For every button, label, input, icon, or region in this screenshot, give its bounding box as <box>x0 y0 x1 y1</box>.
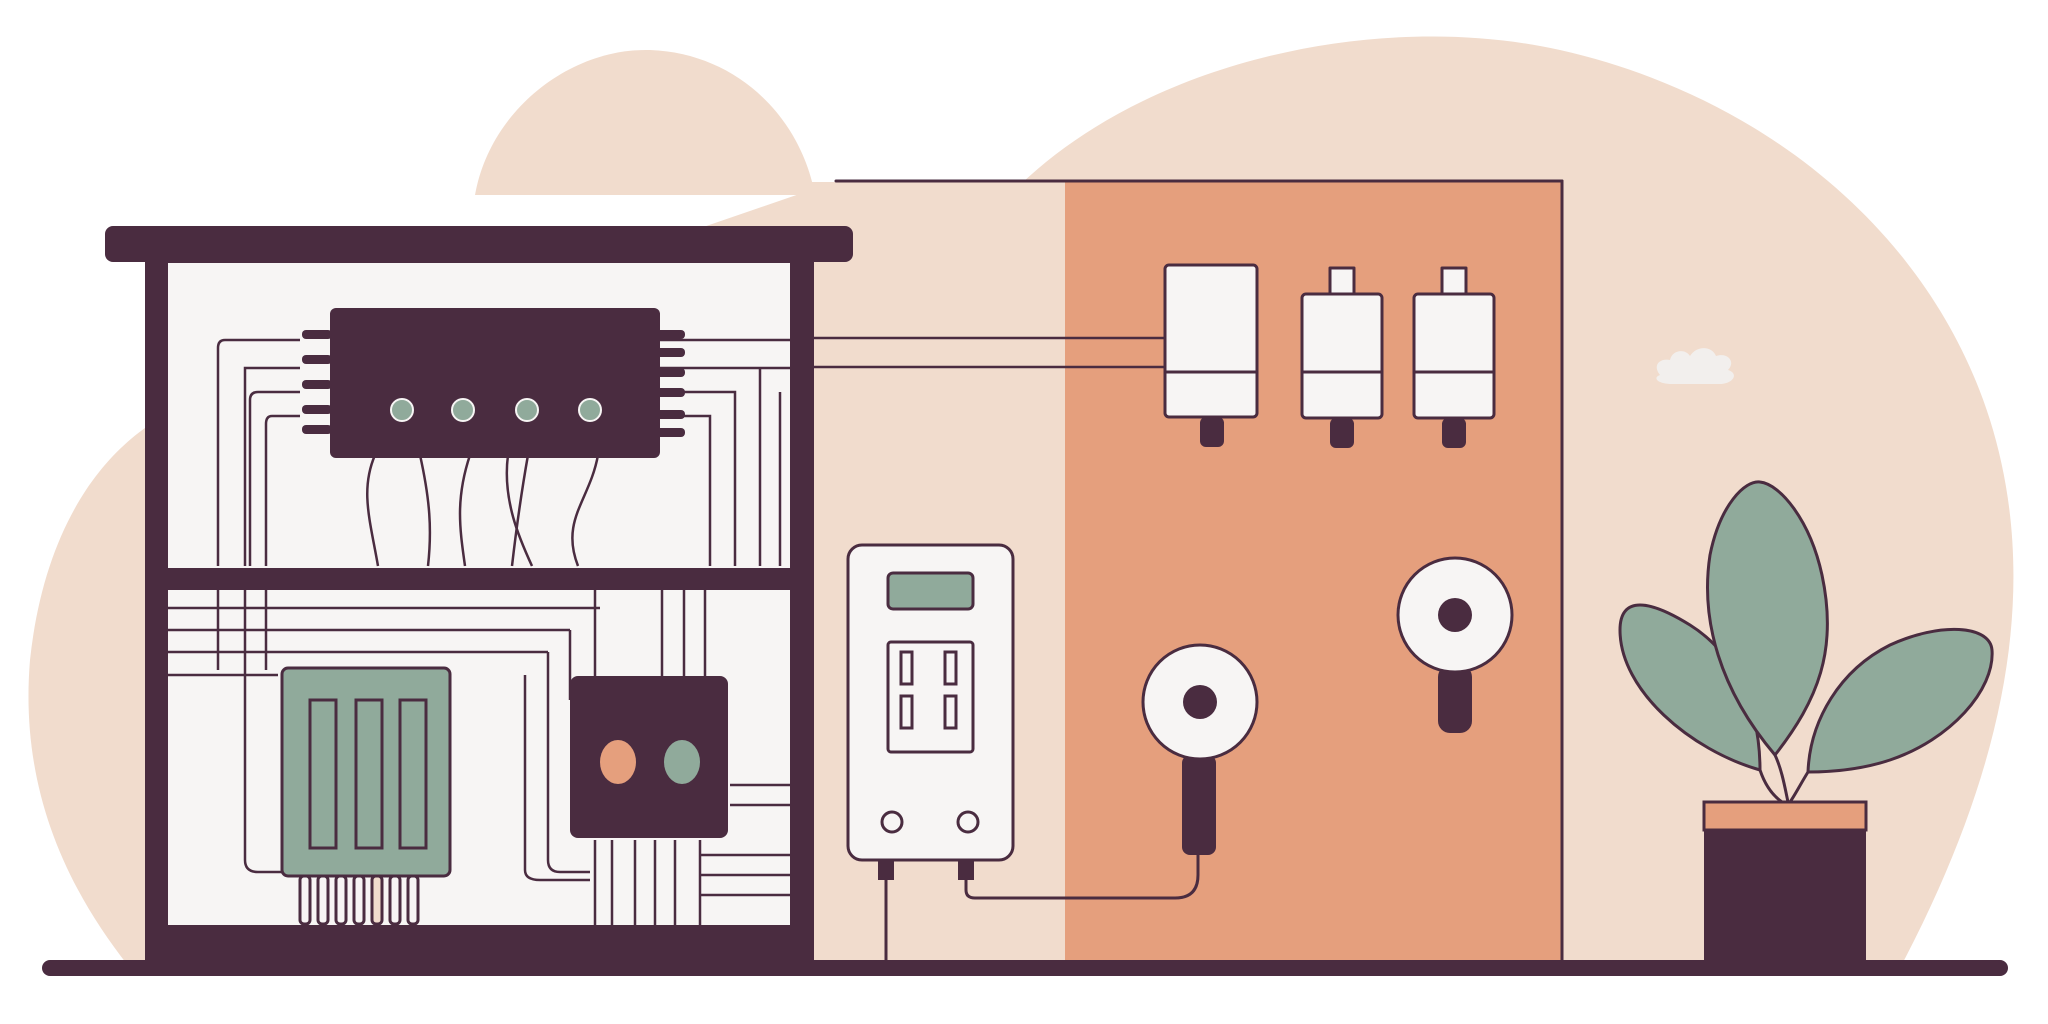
pot-rim <box>1702 800 1868 832</box>
meter-terminal-right <box>958 860 974 880</box>
fuse-2-body <box>1300 292 1384 420</box>
fuse-icon <box>1412 266 1496 448</box>
upper-wires <box>216 338 790 567</box>
meter-key-1 <box>899 650 914 686</box>
breaker-block-icon <box>280 666 452 926</box>
plant-stem-center <box>1773 753 1790 804</box>
fuse-1-body <box>1163 263 1259 419</box>
feeder-wires <box>814 336 1165 369</box>
breaker-switch-1 <box>308 698 338 850</box>
plant-stem-left <box>1758 768 1784 804</box>
fuse-icon <box>1163 263 1259 447</box>
meter-display <box>886 571 975 611</box>
fuse-2-cap <box>1328 266 1356 296</box>
module-led-1 <box>390 398 414 422</box>
socket-2-hole <box>1438 598 1472 632</box>
breaker-switch-3 <box>398 698 428 850</box>
indicator-light-orange <box>600 740 636 784</box>
fuse-3-plug <box>1442 418 1466 448</box>
meter-key-2 <box>943 650 958 686</box>
potted-plant-icon <box>1618 480 1994 966</box>
module-body <box>330 308 660 458</box>
module-pins-right <box>655 330 685 437</box>
cabinet-roof <box>105 226 853 262</box>
lower-wires <box>168 590 790 925</box>
meter-screw-left <box>880 810 904 834</box>
junction-box-body <box>570 676 728 838</box>
plug-socket-icon <box>1141 643 1259 855</box>
junction-box-icon <box>570 676 728 838</box>
module-led-3 <box>515 398 539 422</box>
plant-leaf-right <box>1806 628 1994 774</box>
fuse-icon <box>1300 266 1384 448</box>
fuse-2-plug <box>1330 418 1354 448</box>
meter-key-3 <box>899 694 914 730</box>
fuse-3-cap <box>1440 266 1468 296</box>
cloud-icon <box>1656 348 1734 384</box>
meter-screw-right <box>956 810 980 834</box>
ground-line <box>42 960 2008 976</box>
module-led-2 <box>451 398 475 422</box>
plant-stem-right <box>1788 770 1810 804</box>
socket-1-hole <box>1183 685 1217 719</box>
indicator-light-green <box>664 740 700 784</box>
electric-meter-icon <box>846 543 1200 964</box>
socket-1-cord <box>1182 755 1216 855</box>
pot-body <box>1704 830 1866 966</box>
fuse-3-body <box>1412 292 1496 420</box>
breaker-switch-2 <box>354 698 384 850</box>
module-led-4 <box>578 398 602 422</box>
meter-key-4 <box>943 694 958 730</box>
small-blob <box>475 49 815 195</box>
cabinet-post <box>792 255 814 965</box>
fuse-1-plug <box>1200 417 1224 447</box>
plug-socket-icon <box>1396 556 1514 733</box>
plant-leaf-center <box>1706 480 1829 758</box>
meter-terminal-left <box>878 860 894 880</box>
socket-2-cord <box>1438 665 1472 733</box>
module-pins-left <box>302 330 332 434</box>
relay-module-icon <box>302 308 685 458</box>
breaker-block-body <box>280 666 452 878</box>
meter-keypad <box>886 640 975 754</box>
breaker-block-legs <box>298 874 420 926</box>
meter-cable <box>964 848 1200 900</box>
